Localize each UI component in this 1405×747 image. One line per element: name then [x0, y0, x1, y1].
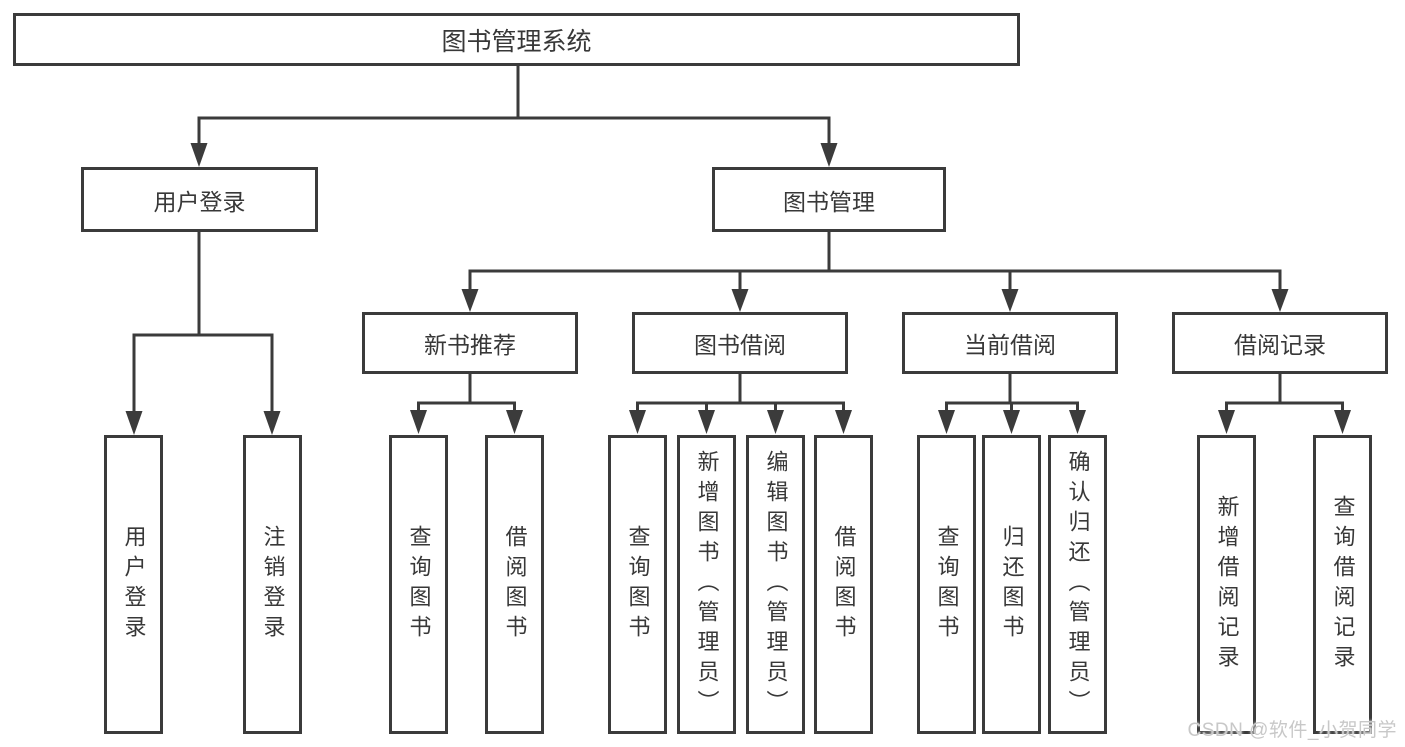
leaf-user-login: 用户登录 — [104, 435, 163, 734]
leaf-return-books-label: 归还图书 — [999, 524, 1025, 645]
leaf-confirm-return-admin-label: 确认归还（管理员） — [1065, 449, 1091, 720]
connector-borrow-records-to-leaves — [1218, 371, 1351, 434]
leaf-user-login-label: 用户登录 — [121, 524, 147, 645]
node-library-system: 图书管理系统 — [13, 13, 1020, 66]
node-book-borrow: 图书借阅 — [632, 312, 848, 374]
leaf-query-books-borrow-label: 查询图书 — [625, 524, 651, 645]
leaf-query-books-borrow: 查询图书 — [608, 435, 667, 734]
leaf-borrow-books-label: 借阅图书 — [831, 524, 857, 645]
leaf-edit-book-admin: 编辑图书（管理员） — [746, 435, 805, 734]
leaf-borrow-books: 借阅图书 — [814, 435, 873, 734]
connector-new-book-recommend-to-leaves — [410, 371, 523, 434]
connector-current-borrow-to-leaves — [938, 371, 1086, 434]
leaf-query-borrow-record-label: 查询借阅记录 — [1330, 494, 1356, 675]
leaf-logout-label: 注销登录 — [260, 524, 286, 645]
leaf-query-books-recommend: 查询图书 — [389, 435, 448, 734]
node-new-book-recommend: 新书推荐 — [362, 312, 578, 374]
watermark: CSDN @软件_小贺同学 — [1187, 720, 1397, 741]
leaf-query-borrow-record: 查询借阅记录 — [1313, 435, 1372, 734]
leaf-add-borrow-record-label: 新增借阅记录 — [1214, 494, 1240, 675]
connector-user-login-to-leaves — [125, 228, 281, 435]
node-book-management: 图书管理 — [712, 167, 946, 232]
leaf-add-book-admin-label: 新增图书（管理员） — [694, 449, 720, 720]
leaf-add-book-admin: 新增图书（管理员） — [677, 435, 736, 734]
leaf-edit-book-admin-label: 编辑图书（管理员） — [763, 449, 789, 720]
leaf-add-borrow-record: 新增借阅记录 — [1197, 435, 1256, 734]
leaf-borrow-books-recommend-label: 借阅图书 — [502, 524, 528, 645]
connector-root-to-level2 — [190, 62, 838, 167]
connector-book-management-to-level3 — [461, 228, 1289, 312]
leaf-borrow-books-recommend: 借阅图书 — [485, 435, 544, 734]
leaf-query-books-current-label: 查询图书 — [934, 524, 960, 645]
leaf-query-books-recommend-label: 查询图书 — [406, 524, 432, 645]
node-user-login: 用户登录 — [81, 167, 318, 232]
connector-book-borrow-to-leaves — [629, 371, 852, 434]
node-borrow-records: 借阅记录 — [1172, 312, 1388, 374]
leaf-return-books: 归还图书 — [982, 435, 1041, 734]
leaf-query-books-current: 查询图书 — [917, 435, 976, 734]
leaf-confirm-return-admin: 确认归还（管理员） — [1048, 435, 1107, 734]
node-current-borrow: 当前借阅 — [902, 312, 1118, 374]
leaf-logout: 注销登录 — [243, 435, 302, 734]
